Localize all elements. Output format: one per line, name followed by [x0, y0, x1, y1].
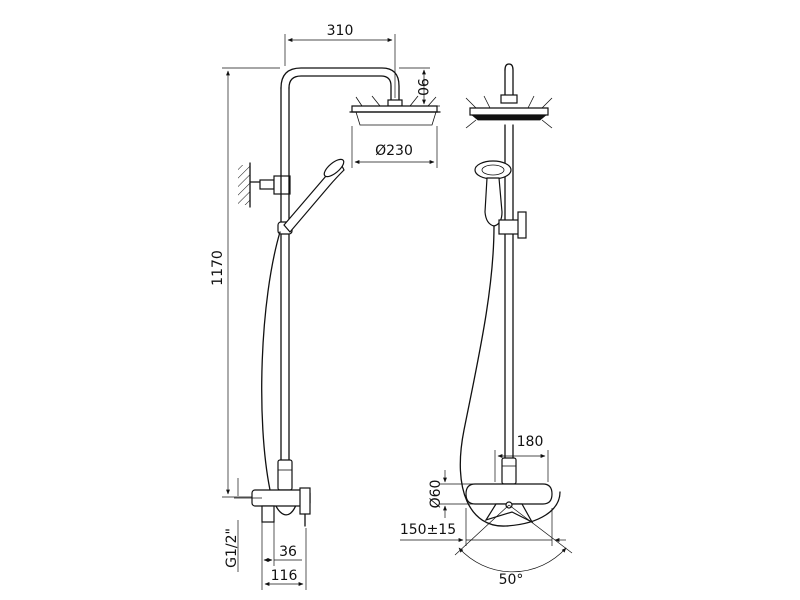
dim-overhang: 310 [284, 23, 396, 98]
dim-inlet-thread: G1/2" [224, 478, 262, 572]
hose-side [261, 231, 297, 516]
dim-swivel-angle-label: 50° [499, 572, 524, 588]
hand-shower-front [474, 160, 527, 239]
dim-overhang-label: 310 [327, 23, 354, 39]
mixer-side [251, 459, 311, 527]
dim-inlet-spacing-label: 150±15 [400, 522, 456, 538]
dim-inlet-spacing: 150±15 [400, 508, 566, 546]
dim-mixer-diameter: Ø60 [428, 470, 476, 518]
dim-head-diameter: Ø230 [351, 126, 438, 168]
riser-pipe-front [504, 63, 514, 459]
wall-bracket [249, 175, 291, 195]
dim-head-drop: 90 [399, 67, 440, 107]
dim-wall-offset-small-label: 36 [279, 544, 297, 560]
dim-height: 1170 [210, 67, 280, 498]
dim-height-label: 1170 [210, 250, 226, 286]
side-view: 310 90 Ø230 1170 G1/2" [210, 23, 441, 590]
dim-swivel-angle: 50° [454, 504, 573, 588]
hand-shower-side [277, 158, 345, 235]
wall-hatch [238, 165, 250, 205]
dim-head-diameter-label: Ø230 [375, 143, 413, 159]
dim-mixer-width-label: 180 [517, 434, 544, 450]
dim-wall-offset-small: 36 [261, 522, 302, 590]
dim-head-drop-label: 90 [414, 78, 430, 96]
dim-wall-offset-large: 116 [264, 528, 307, 590]
dim-mixer-width: 180 [494, 434, 549, 482]
head-shower-side [349, 95, 441, 126]
dim-mixer-diameter-label: Ø60 [428, 480, 444, 509]
mixer-front [465, 457, 553, 524]
hose-front [459, 225, 561, 527]
head-shower-front [465, 94, 553, 129]
dim-wall-offset-large-label: 116 [271, 568, 298, 584]
riser-pipe [280, 67, 400, 461]
dim-inlet-thread-label: G1/2" [224, 528, 240, 568]
front-view: 180 Ø60 150±15 50° [400, 63, 573, 588]
